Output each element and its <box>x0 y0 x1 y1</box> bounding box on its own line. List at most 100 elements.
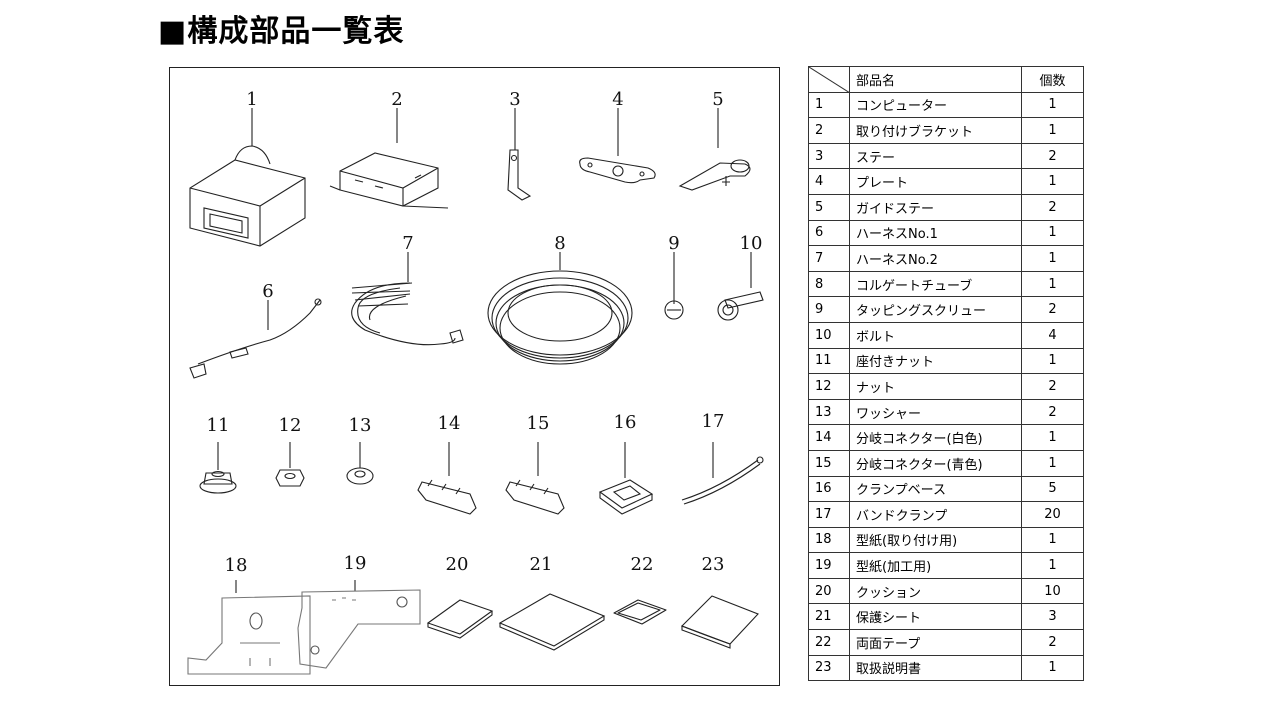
row-part-name: プレート <box>849 168 1022 195</box>
part-number: 18 <box>225 555 248 576</box>
part-number: 2 <box>391 89 402 110</box>
row-part-name: ステー <box>849 142 1022 170</box>
row-quantity: 1 <box>1021 245 1084 272</box>
row-part-name: コンピューター <box>849 91 1022 119</box>
row-number: 22 <box>808 629 850 656</box>
row-number: 14 <box>808 424 850 451</box>
row-number: 8 <box>808 270 850 298</box>
row-part-name: ナット <box>849 373 1022 400</box>
row-part-name: タッピングスクリュー <box>849 296 1022 323</box>
row-quantity: 3 <box>1021 603 1084 631</box>
row-quantity: 1 <box>1021 449 1084 477</box>
part-number: 13 <box>349 415 372 436</box>
row-quantity: 1 <box>1021 270 1084 298</box>
row-part-name: 型紙(加工用) <box>849 552 1022 579</box>
part-number: 14 <box>438 413 461 434</box>
part-number: 12 <box>279 415 302 436</box>
row-quantity: 10 <box>1021 577 1084 605</box>
row-quantity: 2 <box>1021 142 1084 170</box>
row-number: 10 <box>808 321 850 349</box>
part-number: 1 <box>246 89 257 110</box>
row-part-name: コルゲートチューブ <box>849 270 1022 298</box>
row-number: 9 <box>808 296 850 323</box>
row-quantity: 1 <box>1021 347 1084 375</box>
part-number: 6 <box>262 281 273 302</box>
row-part-name: ガイドステー <box>849 193 1022 221</box>
row-number: 3 <box>808 142 850 170</box>
row-quantity: 1 <box>1021 424 1084 451</box>
part-number: 9 <box>668 233 679 254</box>
part-number: 8 <box>554 233 565 254</box>
part-number: 4 <box>612 89 623 110</box>
row-number: 16 <box>808 475 850 503</box>
row-number: 5 <box>808 193 850 221</box>
row-number: 1 <box>808 91 850 119</box>
row-quantity: 2 <box>1021 296 1084 323</box>
part-number: 22 <box>631 554 654 575</box>
row-quantity: 2 <box>1021 373 1084 400</box>
table-header-row: 部品名 個数 <box>808 66 1084 93</box>
row-number: 13 <box>808 398 850 426</box>
row-part-name: バンドクランプ <box>849 501 1022 528</box>
row-part-name: ハーネスNo.2 <box>849 245 1022 272</box>
parts-illustration: 1 2 3 4 5 6 7 8 9 10 11 12 13 14 15 16 1… <box>187 89 764 675</box>
part-number: 19 <box>344 553 367 574</box>
row-quantity: 1 <box>1021 526 1084 554</box>
parts-illustration-frame: 1 2 3 4 5 6 7 8 9 10 11 12 13 14 15 16 1… <box>169 67 780 686</box>
part-number: 17 <box>702 411 725 432</box>
row-quantity: 1 <box>1021 219 1084 247</box>
part-number: 16 <box>614 412 637 433</box>
part-number: 23 <box>702 554 725 575</box>
row-number: 7 <box>808 245 850 272</box>
row-number: 18 <box>808 526 850 554</box>
diagonal-header-cell <box>808 66 850 93</box>
row-quantity: 5 <box>1021 475 1084 503</box>
row-number: 11 <box>808 347 850 375</box>
row-number: 21 <box>808 603 850 631</box>
row-part-name: ワッシャー <box>849 398 1022 426</box>
row-quantity: 2 <box>1021 629 1084 656</box>
row-part-name: 取り付けブラケット <box>849 117 1022 144</box>
row-part-name: クッション <box>849 577 1022 605</box>
part-number: 21 <box>530 554 553 575</box>
page-title: ■構成部品一覧表 <box>158 14 405 49</box>
row-part-name: 座付きナット <box>849 347 1022 375</box>
row-quantity: 4 <box>1021 321 1084 349</box>
row-part-name: 保護シート <box>849 603 1022 631</box>
part-number: 20 <box>446 554 469 575</box>
row-part-name: 両面テープ <box>849 629 1022 656</box>
row-quantity: 1 <box>1021 552 1084 579</box>
column-header-qty: 個数 <box>1021 66 1084 93</box>
part-number: 7 <box>402 233 413 254</box>
row-part-name: 分岐コネクター(青色) <box>849 449 1022 477</box>
row-number: 12 <box>808 373 850 400</box>
row-number: 23 <box>808 654 850 682</box>
row-part-name: 分岐コネクター(白色) <box>849 424 1022 451</box>
row-number: 17 <box>808 501 850 528</box>
part-number: 15 <box>527 413 550 434</box>
row-part-name: クランプベース <box>849 475 1022 503</box>
row-quantity: 1 <box>1021 117 1084 144</box>
row-number: 6 <box>808 219 850 247</box>
diagonal-line <box>809 67 850 93</box>
row-number: 20 <box>808 577 850 605</box>
row-number: 15 <box>808 449 850 477</box>
